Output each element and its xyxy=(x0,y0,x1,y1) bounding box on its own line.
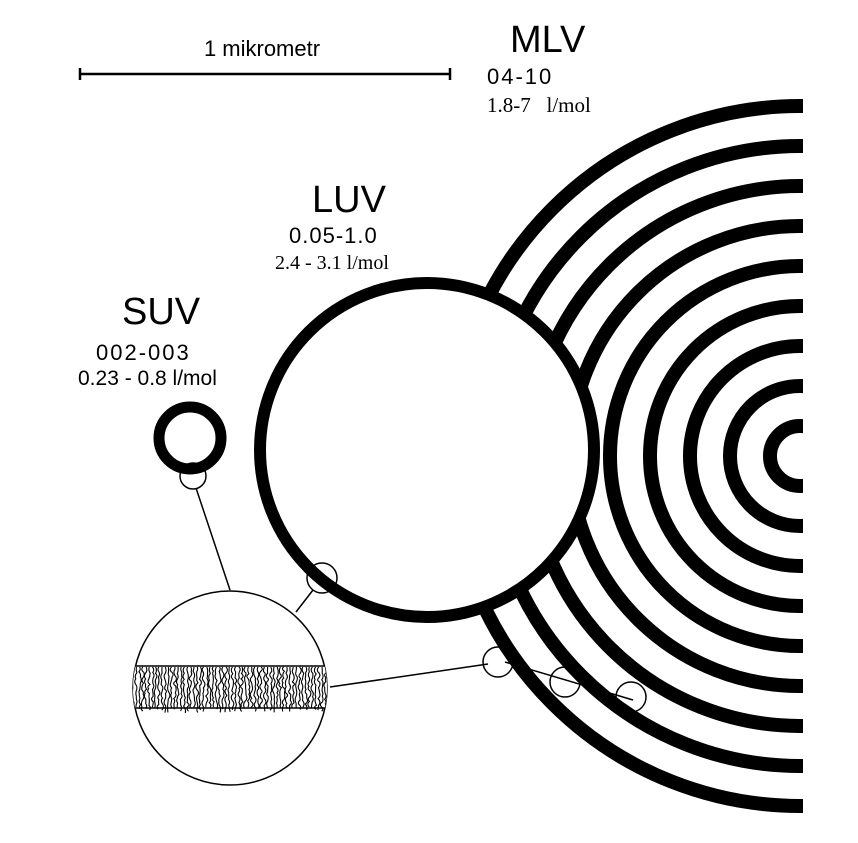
lipid-strand xyxy=(249,666,254,708)
lipid-strand xyxy=(227,666,231,712)
lipid-strand xyxy=(288,666,292,712)
lipid-strand xyxy=(291,666,295,709)
mlv-volume: 1.8-7 l/mol xyxy=(487,93,591,117)
lipid-strand xyxy=(129,667,132,707)
lipid-strand xyxy=(167,666,171,713)
lipid-strand xyxy=(192,666,196,708)
lipid-strand xyxy=(237,666,241,710)
luv-name: LUV xyxy=(312,179,387,221)
connector-mlv-rings xyxy=(504,661,634,701)
mlv-highlight-3 xyxy=(615,681,647,713)
lipid-strand xyxy=(138,666,142,709)
lipid-strand xyxy=(230,666,235,710)
mlv-core xyxy=(790,446,803,466)
lipid-strand xyxy=(175,666,180,708)
lipid-strand xyxy=(258,666,263,708)
lipid-strand xyxy=(310,666,314,708)
mlv-ring xyxy=(763,419,803,493)
luv-volume: 2.4 - 3.1 l/mol xyxy=(275,252,389,274)
lipid-strand xyxy=(323,666,327,709)
lipid-strand xyxy=(186,666,190,712)
lipid-strand xyxy=(221,666,225,710)
lipid-strand xyxy=(271,666,276,713)
connector-lines xyxy=(195,487,634,701)
highlight-circles xyxy=(179,462,647,713)
lipid-strand xyxy=(304,666,309,711)
suv-name: SUV xyxy=(122,291,201,333)
lipid-strand xyxy=(214,666,219,710)
scale-bar-label: 1 mikrometr xyxy=(204,36,320,61)
lipid-bilayer xyxy=(129,665,333,714)
lipid-strand xyxy=(169,666,174,709)
lipid-strand xyxy=(246,666,251,708)
suv-volume: 0.23 - 0.8 l/mol xyxy=(78,367,217,390)
lipid-strand xyxy=(253,666,257,712)
lipid-strand xyxy=(284,666,289,709)
lipid-strand xyxy=(243,666,248,708)
lipid-strand xyxy=(300,666,305,708)
lipid-strand xyxy=(307,666,312,708)
mlv-highlight-2 xyxy=(549,666,581,698)
luv-highlight xyxy=(306,562,338,594)
connector-suv xyxy=(195,487,231,591)
lipid-strand xyxy=(182,666,187,714)
lipid-strand xyxy=(208,666,212,708)
lipid-strand xyxy=(275,666,279,709)
luv-vesicle xyxy=(254,277,600,623)
lipid-strand xyxy=(134,666,138,708)
lipid-strand xyxy=(256,666,260,709)
lipid-strand xyxy=(156,666,161,710)
lipid-strand xyxy=(153,666,158,709)
lipid-strand xyxy=(224,666,229,713)
lipid-strand xyxy=(163,666,167,713)
lipid-strand xyxy=(313,666,318,710)
lipid-strand xyxy=(151,666,155,708)
luv-size: 0.05-1.0 xyxy=(289,223,378,248)
lipid-strand xyxy=(160,666,164,711)
lipid-strand xyxy=(179,666,183,712)
lipid-strand xyxy=(201,666,206,712)
lipid-strand xyxy=(211,666,215,708)
connector-luv xyxy=(295,589,314,613)
lipid-strand xyxy=(319,666,324,712)
mlv-ring xyxy=(683,339,803,573)
lipid-strand xyxy=(294,666,298,709)
lipid-strand xyxy=(269,666,273,711)
lipid-strand xyxy=(316,666,321,711)
lipid-strand xyxy=(330,667,333,710)
lipid-strand xyxy=(173,666,177,710)
mlv-highlight-1 xyxy=(482,646,514,678)
lipid-strand xyxy=(262,666,267,712)
mlv-ring xyxy=(603,259,803,653)
mlv-ring xyxy=(643,299,803,613)
lipid-strand xyxy=(217,666,222,713)
lipid-strand xyxy=(143,666,148,709)
lipid-strand xyxy=(198,666,203,711)
lipid-strand xyxy=(140,666,145,712)
lipid-strand xyxy=(147,666,151,711)
lipid-strand xyxy=(195,666,200,713)
mlv-name: MLV xyxy=(510,19,586,61)
suv-highlight xyxy=(179,462,207,490)
suv-vesicle xyxy=(153,401,227,475)
lipid-strand xyxy=(205,666,209,708)
lipid-strand xyxy=(188,666,193,709)
scale-bar: 1 mikrometr xyxy=(78,36,452,80)
lipid-strand xyxy=(281,666,286,712)
lipid-strand xyxy=(297,666,302,710)
lipid-strand xyxy=(239,666,244,712)
lipid-strand xyxy=(278,666,283,709)
lipid-strand xyxy=(265,666,269,709)
mlv-size: 04-10 xyxy=(487,64,553,89)
lipid-strand xyxy=(234,666,238,712)
connector-mlv xyxy=(329,663,489,688)
suv-size: 002-003 xyxy=(96,340,191,365)
mlv-ring xyxy=(723,379,803,533)
bilayer-magnifier xyxy=(129,590,333,786)
